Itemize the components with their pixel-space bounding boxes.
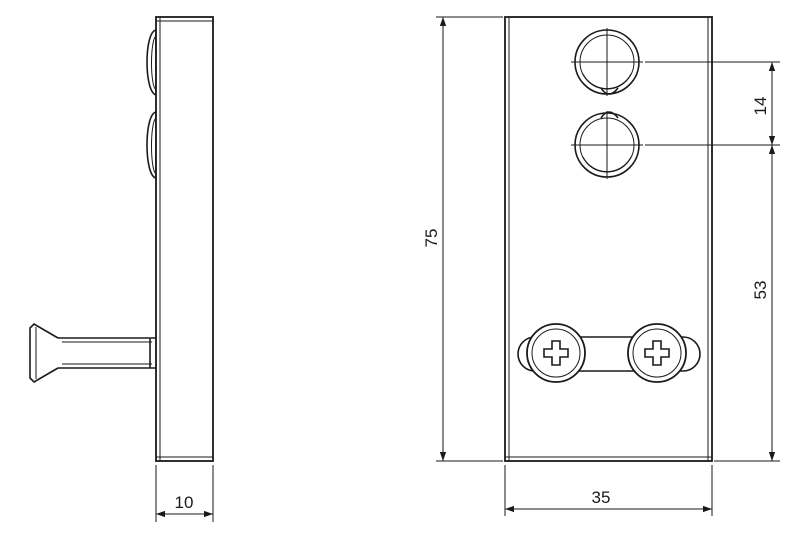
dimension-height-label: 75 [422, 229, 441, 248]
front-screw-left [526, 323, 586, 383]
side-plate [155, 16, 214, 462]
side-view: 10 [29, 16, 214, 522]
dimension-width: 35 [504, 465, 713, 516]
dimension-thickness: 10 [155, 465, 214, 522]
screw-slot [517, 336, 701, 372]
front-screw-right [627, 323, 687, 383]
side-screw [29, 322, 156, 384]
side-magnet-bottom [146, 111, 157, 179]
dimension-hole-to-bottom: 53 [751, 145, 776, 461]
side-magnet-top [146, 29, 157, 97]
dimension-hole-spacing-label: 14 [751, 97, 770, 116]
dimension-width-label: 35 [592, 488, 611, 507]
dimension-thickness-label: 10 [175, 493, 194, 512]
dimension-hole-spacing: 14 [751, 62, 776, 145]
front-magnet-bottom [571, 111, 643, 179]
dimension-hole-to-bottom-label: 53 [751, 281, 770, 300]
dimension-height: 75 [422, 16, 503, 462]
front-magnet-top [571, 28, 643, 96]
front-plate [504, 16, 713, 462]
front-view: 75 35 14 53 [422, 16, 780, 516]
